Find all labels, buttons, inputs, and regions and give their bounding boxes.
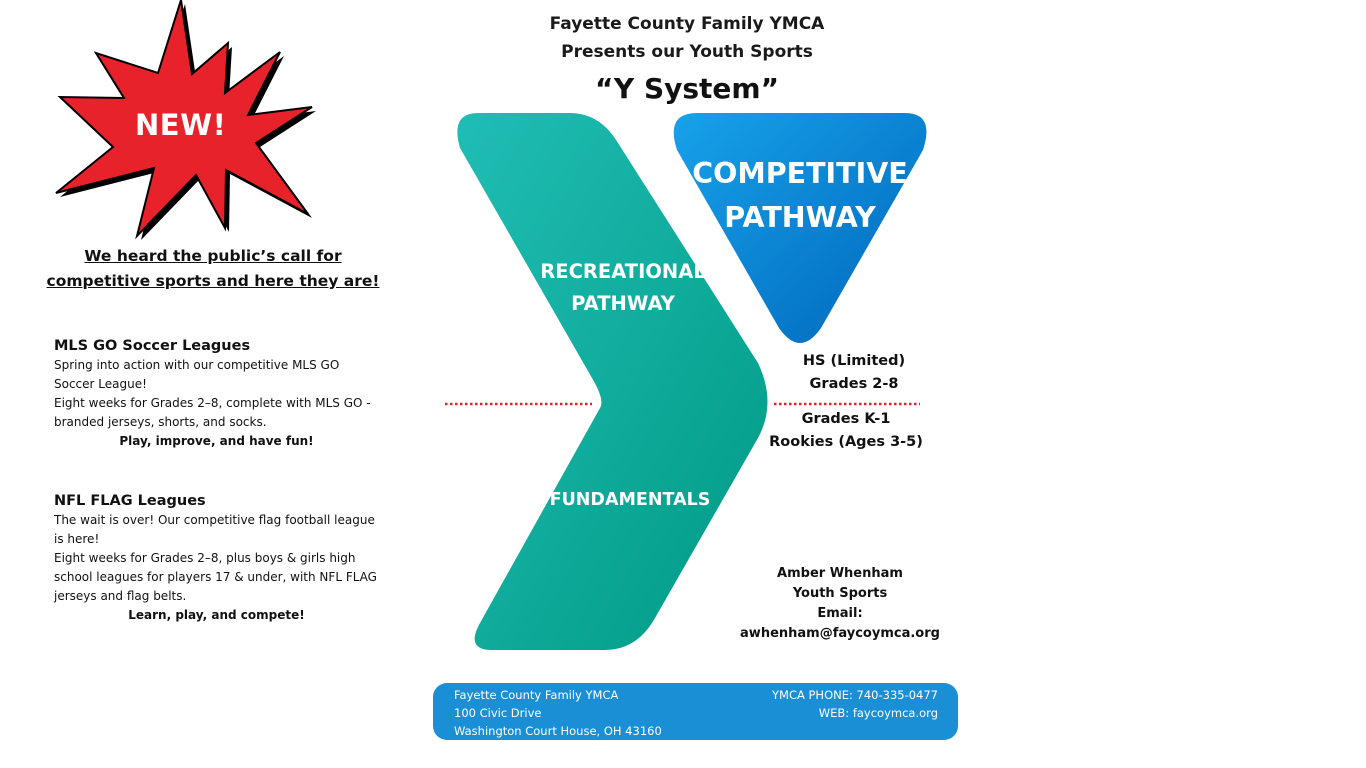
presents-heading: Presents our Youth Sports — [561, 42, 813, 62]
flag-tagline: Learn, play, and compete! — [128, 608, 305, 622]
footer-bar: Fayette County Family YMCA 100 Civic Dri… — [433, 683, 958, 740]
level-grades-2-8: Grades 2-8 — [809, 376, 899, 392]
soccer-intro: Spring into action with our competitive … — [54, 358, 340, 391]
footer-city: Washington Court House, OH 43160 — [454, 724, 662, 738]
recreational-pathway-label: RECREATIONAL PATHWAY — [527, 256, 719, 320]
soccer-section: MLS GO Soccer Leagues Spring into action… — [54, 336, 379, 451]
recreational-chevron — [457, 113, 768, 650]
footer-address: Fayette County Family YMCA 100 Civic Dri… — [454, 686, 662, 740]
competitive-triangle — [673, 113, 927, 343]
flag-heading: NFL FLAG Leagues — [54, 493, 206, 509]
contact-block: Amber Whenham Youth Sports Email: awhenh… — [740, 564, 940, 644]
fundamentals-label: FUNDAMENTALS — [549, 490, 711, 510]
competitive-line-1: COMPETITIVE — [692, 157, 908, 190]
recreational-line-1: RECREATIONAL — [540, 260, 706, 283]
footer-contact: YMCA PHONE: 740-335-0477 WEB: faycoymca.… — [772, 686, 938, 722]
new-badge-label: NEW! — [135, 108, 227, 142]
footer-org: Fayette County Family YMCA — [454, 688, 619, 702]
org-heading: Fayette County Family YMCA — [549, 14, 825, 34]
footer-web[interactable]: WEB: faycoymca.org — [818, 706, 938, 720]
soccer-details: Eight weeks for Grades 2–8, complete wit… — [54, 396, 371, 429]
flag-section: NFL FLAG Leagues The wait is over! Our c… — [54, 491, 379, 625]
contact-email-label: Email: — [817, 606, 863, 621]
soccer-heading: MLS GO Soccer Leagues — [54, 338, 251, 354]
footer-street: 100 Civic Drive — [454, 706, 542, 720]
flag-intro: The wait is over! Our competitive flag f… — [54, 513, 375, 546]
page-title: “Y System” — [595, 72, 779, 105]
announcement: We heard the public’s call for competiti… — [40, 244, 386, 294]
flag-details: Eight weeks for Grades 2–8, plus boys & … — [54, 551, 377, 603]
competitive-line-2: PATHWAY — [724, 201, 876, 234]
soccer-tagline: Play, improve, and have fun! — [119, 434, 314, 448]
contact-role: Youth Sports — [792, 586, 888, 601]
y-logo-graphic — [445, 113, 927, 650]
level-rookies: Rookies (Ages 3-5) — [769, 434, 923, 450]
competitive-levels: HS (Limited) Grades 2-8 — [770, 350, 938, 396]
competitive-pathway-label: COMPETITIVE PATHWAY — [680, 152, 920, 240]
level-hs: HS (Limited) — [802, 353, 906, 369]
contact-name: Amber Whenham — [777, 566, 903, 581]
announcement-line-1: We heard the public’s call for — [84, 247, 342, 265]
announcement-line-2: competitive sports and here they are! — [46, 272, 380, 290]
recreational-line-2: PATHWAY — [571, 292, 675, 315]
contact-email[interactable]: awhenham@faycoymca.org — [740, 626, 940, 641]
starburst-icon — [55, 0, 316, 240]
level-grades-k-1: Grades K-1 — [801, 411, 891, 427]
fundamental-levels: Grades K-1 Rookies (Ages 3-5) — [762, 408, 930, 454]
new-badge: NEW! — [50, 0, 320, 240]
footer-phone[interactable]: YMCA PHONE: 740-335-0477 — [772, 688, 938, 702]
